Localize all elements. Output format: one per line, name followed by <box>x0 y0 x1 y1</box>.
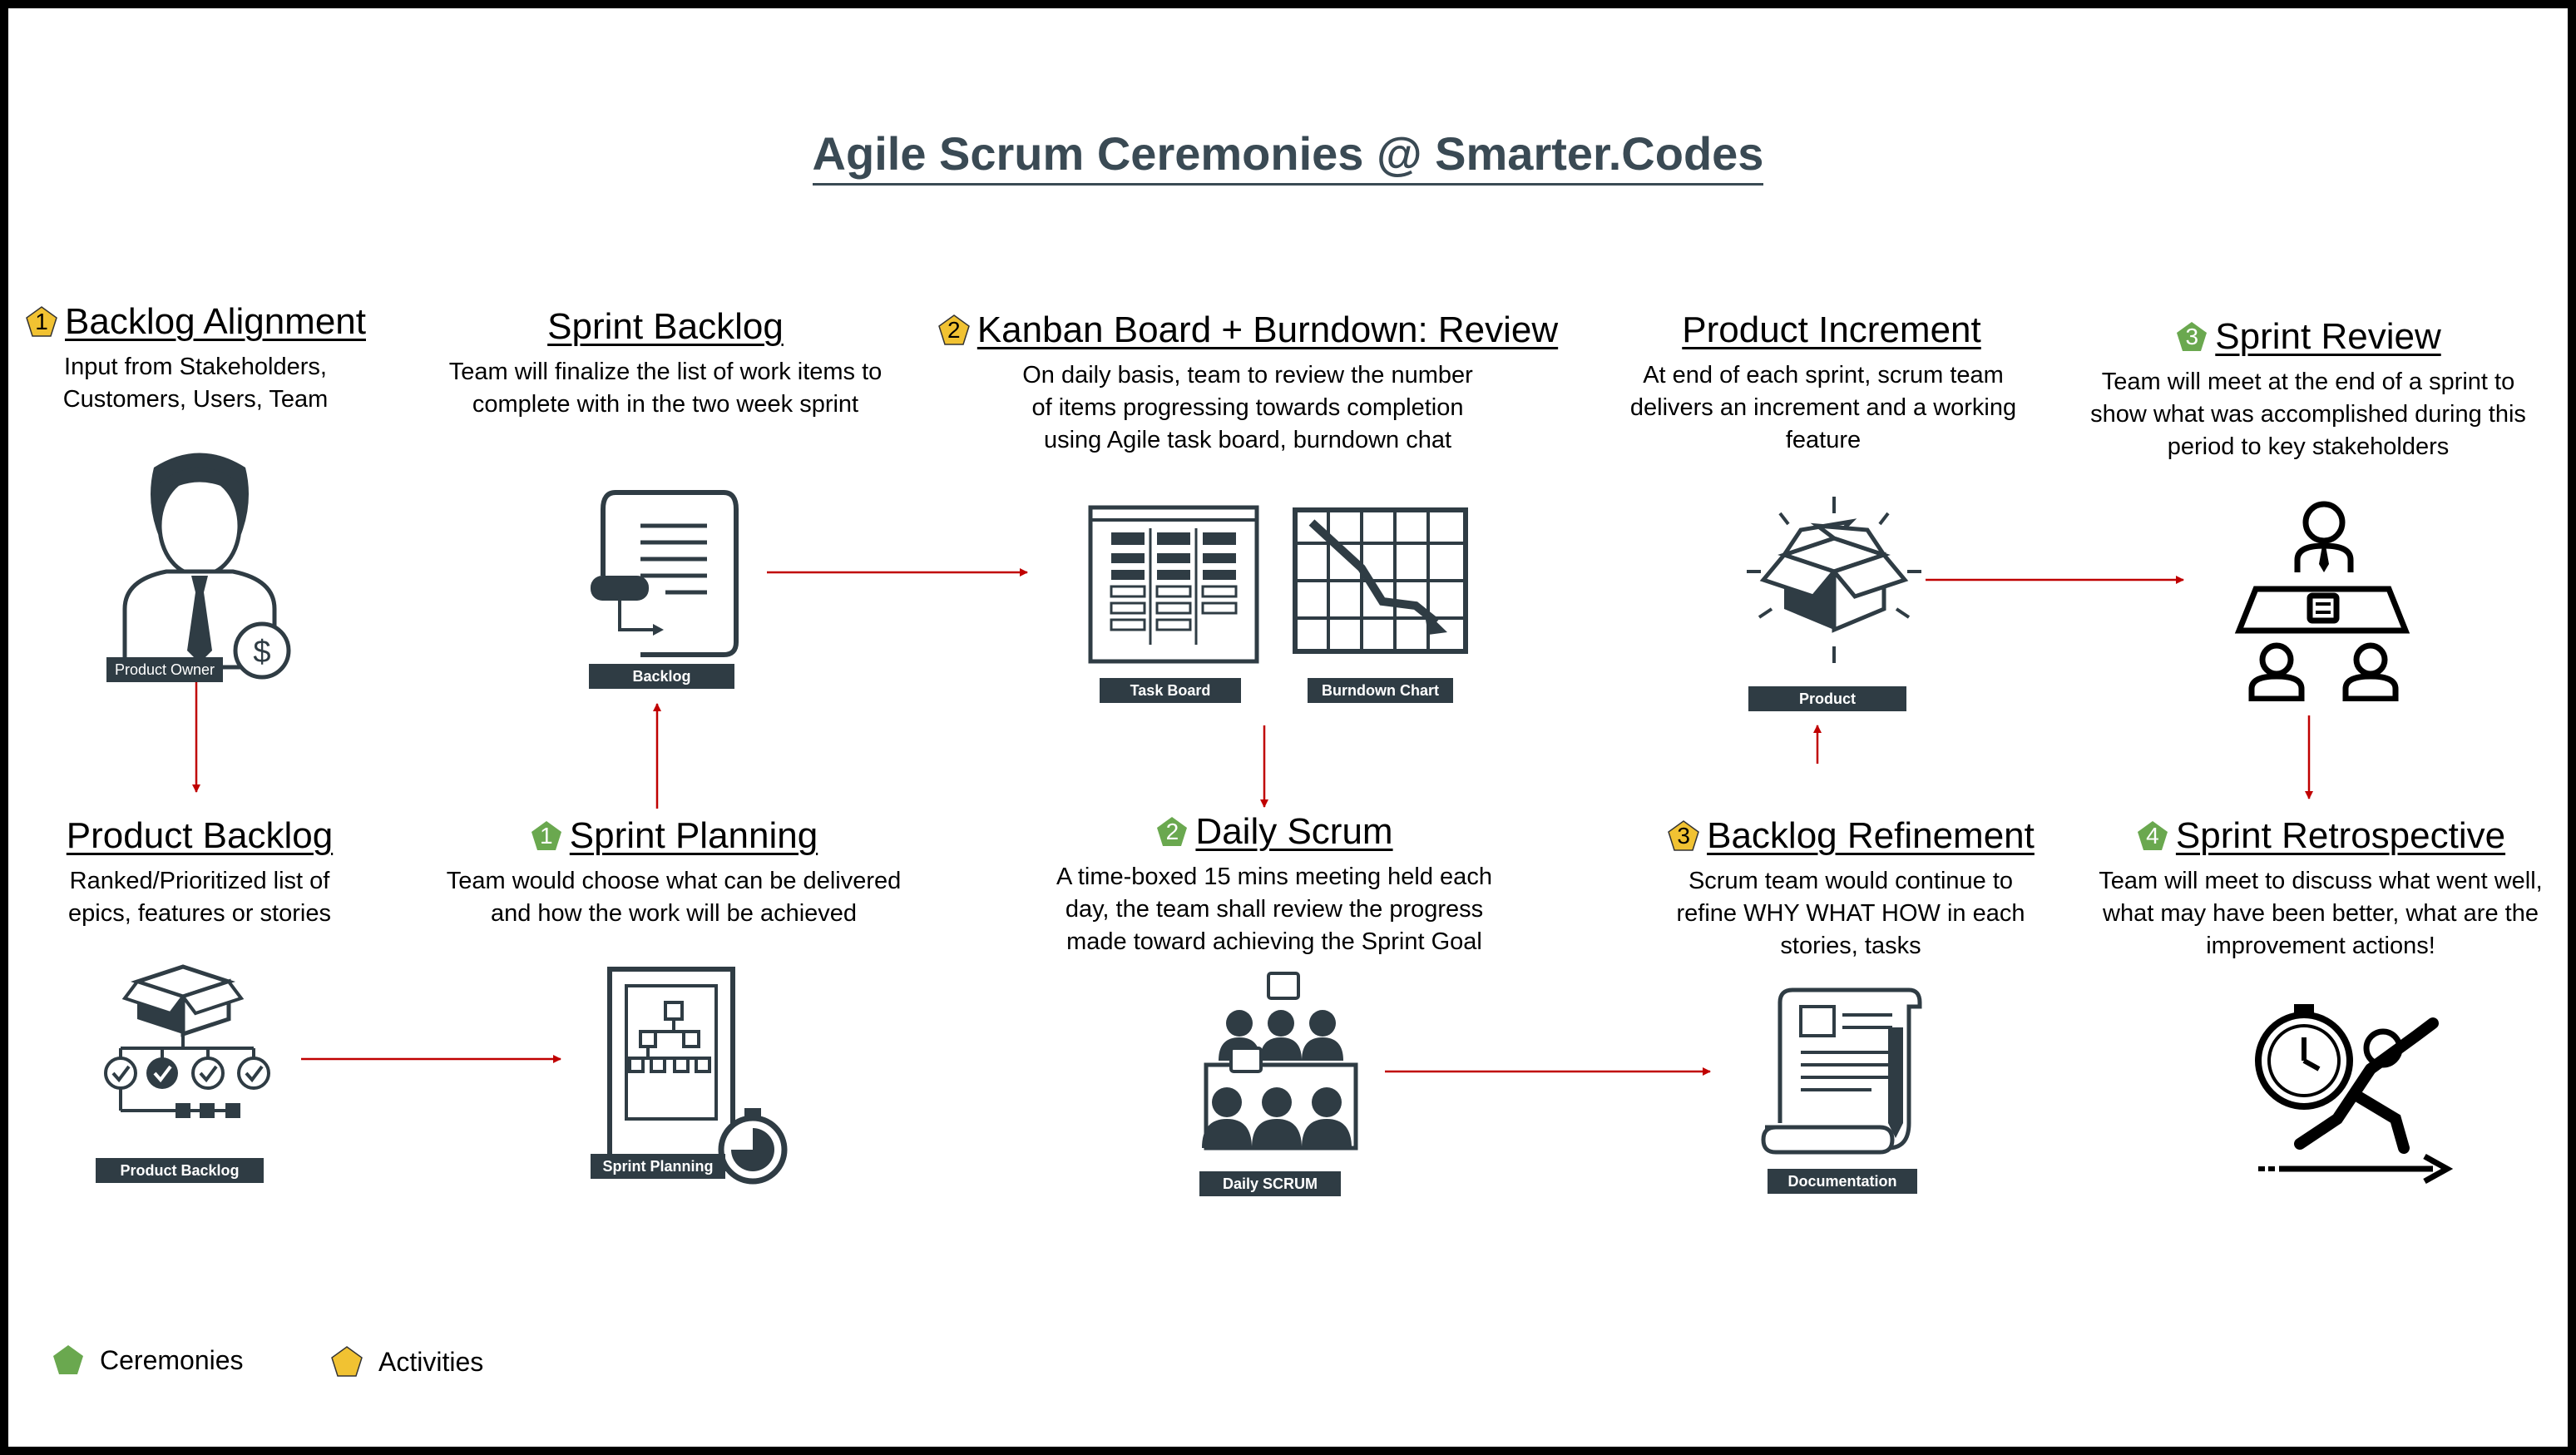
open-box-icon <box>1747 497 1921 663</box>
product-caption: Product <box>1748 686 1906 711</box>
ceremony-badge: 3 <box>2175 320 2208 354</box>
backlog-caption: Backlog <box>589 664 734 689</box>
section-title: Sprint Planning <box>569 815 818 856</box>
section-sprint-backlog: Sprint Backlog Team will finalize the li… <box>433 306 898 421</box>
section-title: Sprint Review <box>2215 316 2441 357</box>
section-title: Backlog Refinement <box>1707 815 2035 856</box>
section-title: Sprint Retrospective <box>2175 815 2506 856</box>
meeting-icon <box>2234 501 2410 701</box>
section-product-increment: Product Increment At end of each sprint,… <box>1599 309 2064 457</box>
section-sprint-review: 3 Sprint Review Team will meet at the en… <box>2071 316 2545 463</box>
section-sprint-retrospective: 4 Sprint Retrospective Team will meet to… <box>2084 815 2558 963</box>
ceremony-badge: 1 <box>530 819 563 853</box>
section-title: Kanban Board + Burndown: Review <box>977 309 1559 350</box>
section-description: A time-boxed 15 mins meeting held each d… <box>1056 864 1492 955</box>
sprint-planning-caption: Sprint Planning <box>591 1154 725 1179</box>
section-title: Daily Scrum <box>1195 811 1393 852</box>
ceremony-pentagon-icon <box>53 1345 83 1374</box>
flow-arrows <box>192 568 2313 1076</box>
task-board-icon <box>1088 505 1259 664</box>
section-backlog-alignment: 1 Backlog Alignment Input from Stakehold… <box>17 301 374 416</box>
team-meeting-icon <box>1202 972 1358 1151</box>
product-owner-caption: Product Owner <box>106 657 223 682</box>
section-description: Input from Stakeholders, Customers, User… <box>62 354 329 413</box>
diagram-canvas: Agile Scrum Ceremonies @ Smarter.Codes 1… <box>8 8 2568 1447</box>
documentation-caption: Documentation <box>1768 1169 1917 1194</box>
legend-activities: Activities <box>330 1345 483 1378</box>
section-description: At end of each sprint, scrum team delive… <box>1629 362 2017 453</box>
activity-pentagon-icon <box>331 1346 363 1377</box>
burndown-chart-caption: Burndown Chart <box>1308 678 1453 703</box>
product-backlog-caption: Product Backlog <box>96 1158 264 1183</box>
activity-badge: 1 <box>25 305 58 339</box>
planning-board-icon <box>607 967 788 1185</box>
page-title: Agile Scrum Ceremonies @ Smarter.Codes <box>8 126 2568 186</box>
section-description: Team would choose what can be delivered … <box>446 868 902 927</box>
backlog-tree-icon <box>104 964 270 1118</box>
ceremony-badge: 4 <box>2136 819 2169 853</box>
stopwatch-runner-icon <box>2255 1004 2454 1185</box>
ceremony-badge: 2 <box>1155 815 1189 849</box>
section-description: On daily basis, team to review the numbe… <box>1022 362 1473 453</box>
section-description: Team will meet at the end of a sprint to… <box>2090 369 2526 460</box>
section-description: Team will meet to discuss what went well… <box>2099 868 2543 959</box>
section-daily-scrum: 2 Daily Scrum A time-boxed 15 mins meeti… <box>1033 811 1515 958</box>
svg-text:$: $ <box>253 635 270 670</box>
product-owner-icon: $ <box>122 453 291 680</box>
section-sprint-planning: 1 Sprint Planning Team would choose what… <box>433 815 915 930</box>
section-title: Backlog Alignment <box>65 301 366 342</box>
section-description: Team will finalize the list of work item… <box>448 359 883 418</box>
section-title: Product Backlog <box>66 815 334 856</box>
section-description: Scrum team would continue to refine WHY … <box>1676 868 2025 959</box>
section-title: Sprint Backlog <box>547 306 784 347</box>
activity-badge: 2 <box>937 314 971 347</box>
daily-scrum-caption: Daily SCRUM <box>1199 1171 1341 1196</box>
task-board-caption: Task Board <box>1100 678 1241 703</box>
section-backlog-refinement: 3 Backlog Refinement Scrum team would co… <box>1609 815 2092 963</box>
section-product-backlog: Product Backlog Ranked/Prioritized list … <box>33 815 366 930</box>
legend-ceremonies: Ceremonies <box>52 1344 244 1377</box>
document-pen-icon <box>1761 987 1922 1155</box>
burndown-chart-icon <box>1293 507 1468 654</box>
section-title: Product Increment <box>1682 309 1981 350</box>
scroll-icon <box>591 490 739 657</box>
section-description: Ranked/Prioritized list of epics, featur… <box>68 868 331 927</box>
activity-badge: 3 <box>1667 819 1700 853</box>
section-kanban-burndown: 2 Kanban Board + Burndown: Review On dai… <box>936 309 1560 457</box>
